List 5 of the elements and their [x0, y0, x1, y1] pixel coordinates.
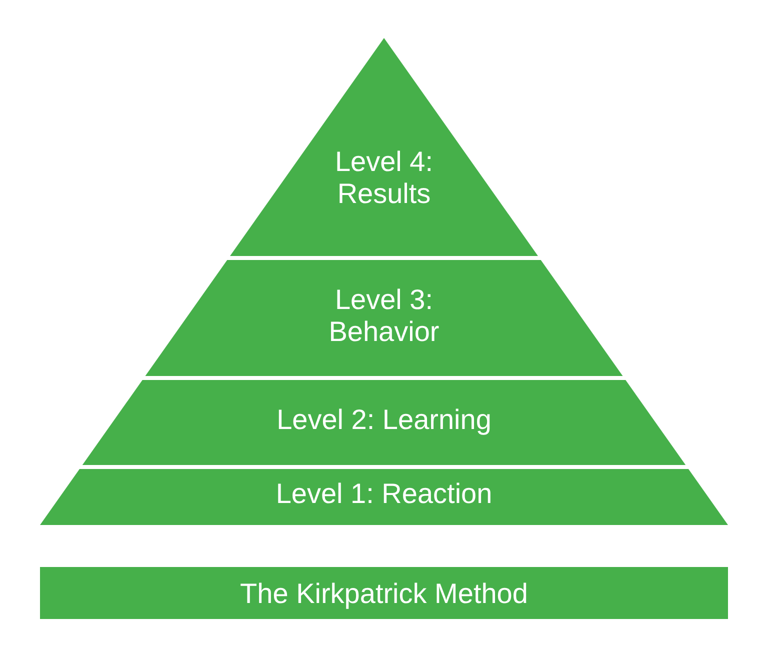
- title-text: The Kirkpatrick Method: [240, 578, 528, 610]
- level-label: Level 3: Behavior: [328, 284, 440, 348]
- level-label: Level 4: Results: [334, 146, 434, 210]
- level-label: Level 1: Reaction: [276, 478, 492, 510]
- level-label: Level 2: Learning: [276, 404, 492, 436]
